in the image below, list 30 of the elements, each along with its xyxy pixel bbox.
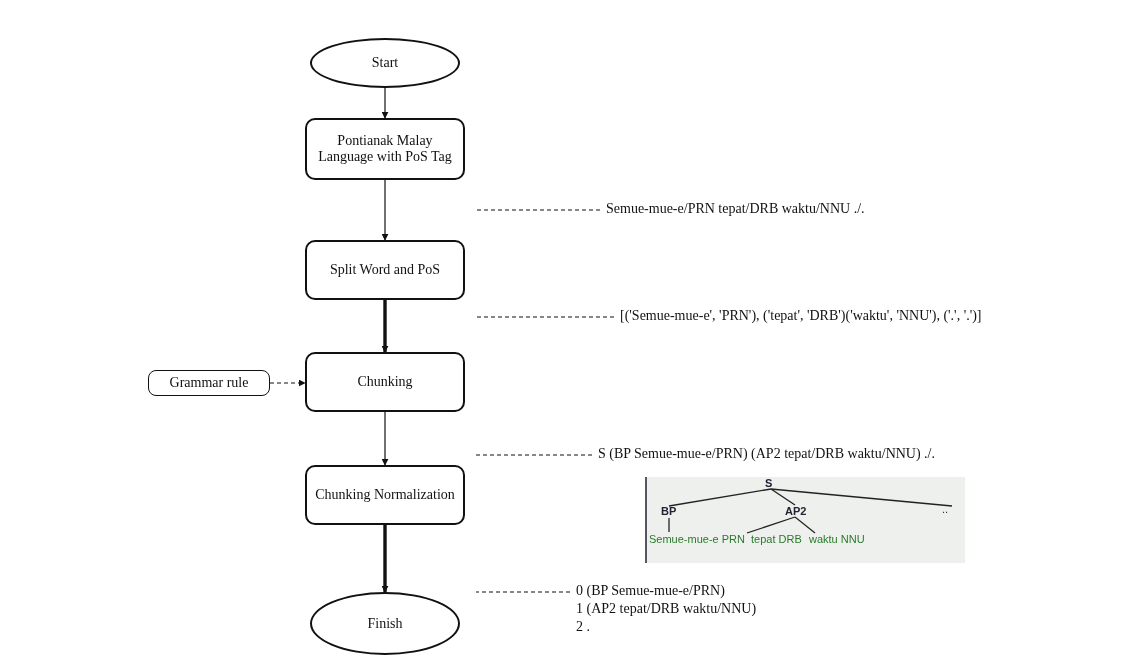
arrow: [381, 525, 389, 593]
process-box: Chunking Normalization: [305, 465, 465, 525]
arrow: [381, 179, 389, 241]
annotation-text: 0 (BP Semue-mue-e/PRN): [576, 582, 725, 600]
tree-leaf-label: Semue-mue-e PRN: [649, 533, 745, 545]
arrow: [381, 87, 389, 119]
arrow: [381, 300, 389, 353]
tree-node-label: ..: [942, 503, 949, 515]
leader-line: [475, 454, 593, 456]
tree-node-label: BP: [661, 505, 677, 517]
leader-line: [475, 591, 571, 593]
leader-line: [475, 209, 601, 211]
annotation-text: [('Semue-mue-e', 'PRN'), ('tepat', 'DRB')('waktu', 'NNU'), ('.', '.')]: [620, 307, 982, 325]
input-box: Grammar rule: [148, 370, 270, 396]
tree-node-label: S: [765, 477, 773, 489]
annotation-text: S (BP Semue-mue-e/PRN) (AP2 tepat/DRB waktu/NNU) ./.: [598, 445, 935, 463]
arrow: [269, 379, 306, 387]
process-box: Pontianak Malay Language with PoS Tag: [305, 118, 465, 180]
annotation-text: Semue-mue-e/PRN tepat/DRB waktu/NNU ./.: [606, 200, 865, 218]
tree-leaf-label: waktu NNU: [809, 533, 865, 545]
tree-leaf-label: tepat DRB: [751, 533, 802, 545]
annotation-text: 1 (AP2 tepat/DRB waktu/NNU): [576, 600, 757, 618]
tree-node-label: AP2: [785, 505, 807, 517]
leader-line: [475, 316, 615, 318]
arrow: [381, 411, 389, 466]
process-box: Chunking: [305, 352, 465, 412]
annotation-text: 2 .: [576, 618, 590, 636]
terminal-ellipse: Start: [310, 38, 460, 88]
terminal-ellipse: Finish: [310, 592, 460, 655]
process-box: Split Word and PoS: [305, 240, 465, 300]
